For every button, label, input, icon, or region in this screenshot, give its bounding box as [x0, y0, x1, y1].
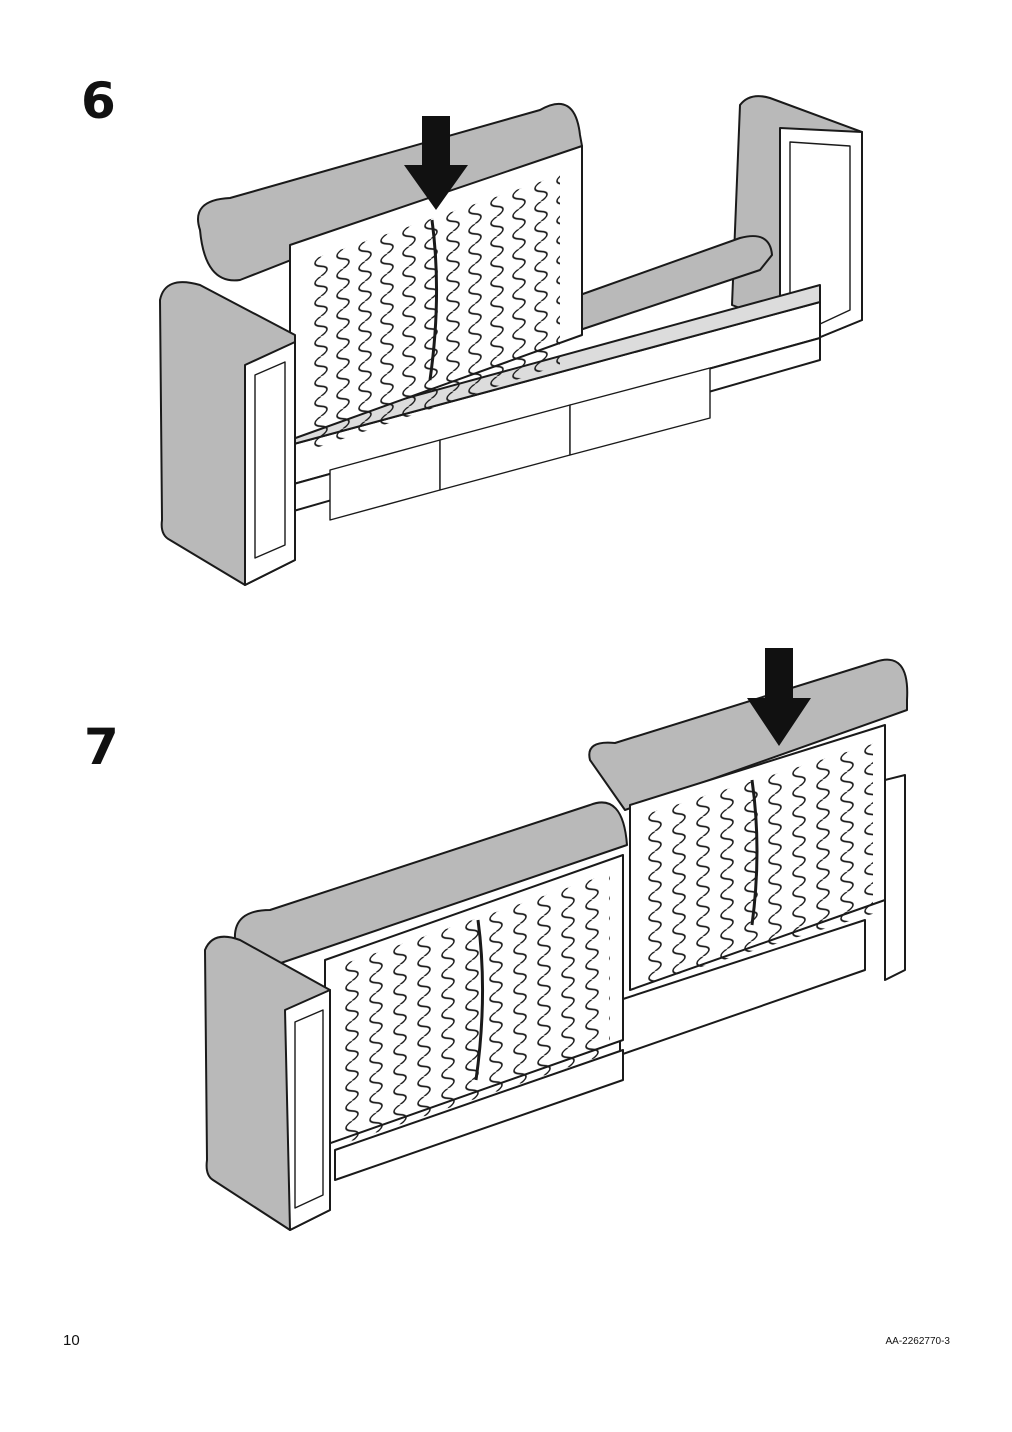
step-6-illustration — [159, 95, 863, 586]
document-code: AA-2262770-3 — [885, 1336, 951, 1347]
step-number-7: 7 — [84, 718, 119, 776]
step-number-6: 6 — [81, 72, 116, 130]
step-7-illustration — [204, 648, 909, 1231]
page-number: 10 — [63, 1332, 80, 1349]
